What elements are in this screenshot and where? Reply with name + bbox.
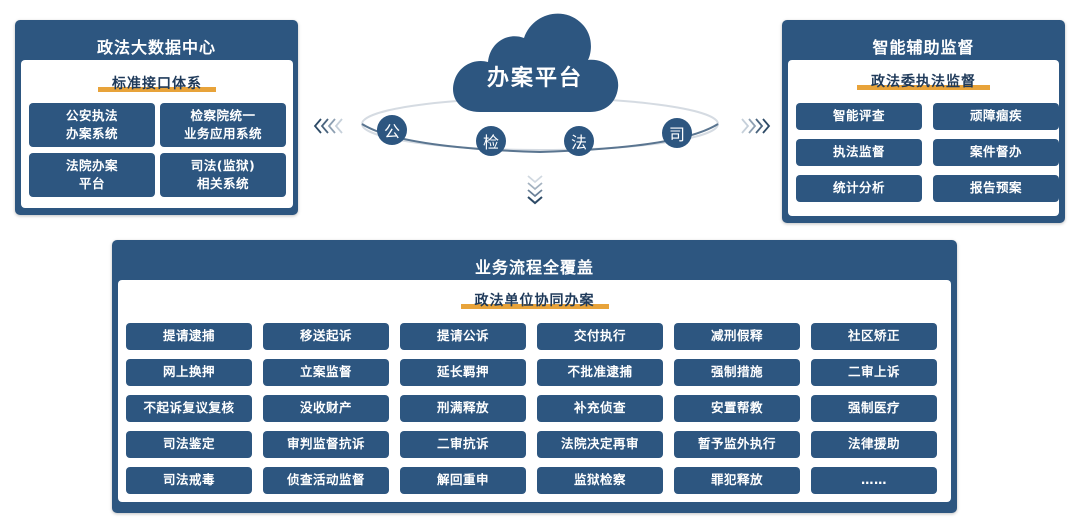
process-tile[interactable]: 解回重申	[400, 467, 526, 494]
process-tile[interactable]: 侦查活动监督	[263, 467, 389, 494]
law-enforcement-supervision-tile[interactable]: 执法监督	[796, 139, 922, 166]
chevrons-right-icon	[741, 118, 771, 134]
process-tile[interactable]: 提请逮捕	[126, 323, 252, 350]
process-tile[interactable]: 移送起诉	[263, 323, 389, 350]
court-platform-tile[interactable]: 法院办案 平台	[29, 153, 155, 197]
node-court[interactable]: 法	[564, 126, 594, 156]
process-tile[interactable]: 不起诉复议复核	[126, 395, 252, 422]
committee-supervision-subtitle: 政法委执法监督	[857, 71, 990, 91]
process-tile[interactable]: 不批准逮捕	[537, 359, 663, 386]
smart-supervision-panel: 智能辅助监督 政法委执法监督 智能评查 顽障痼疾 执法监督 案件督办 统计分析 …	[782, 20, 1065, 223]
chevrons-down-icon	[527, 175, 543, 205]
process-tile[interactable]: 二审抗诉	[400, 431, 526, 458]
big-data-center-panel: 政法大数据中心 标准接口体系 公安执法 办案系统 检察院统一 业务应用系统 法院…	[15, 20, 298, 215]
process-tile[interactable]: 交付执行	[537, 323, 663, 350]
process-tile[interactable]: 减刑假释	[674, 323, 800, 350]
process-tile[interactable]: 司法鉴定	[126, 431, 252, 458]
process-tile[interactable]: 安置帮教	[674, 395, 800, 422]
police-case-system-tile[interactable]: 公安执法 办案系统	[29, 103, 155, 147]
report-plan-tile[interactable]: 报告预案	[933, 175, 1059, 202]
process-tile[interactable]: 司法戒毒	[126, 467, 252, 494]
process-tile[interactable]: 监狱检察	[537, 467, 663, 494]
process-tile[interactable]: 二审上诉	[811, 359, 937, 386]
procuratorate-system-tile[interactable]: 检察院统一 业务应用系统	[160, 103, 286, 147]
big-data-center-title: 政法大数据中心	[96, 38, 216, 57]
smart-supervision-body: 政法委执法监督 智能评查 顽障痼疾 执法监督 案件督办 统计分析 报告预案	[788, 60, 1059, 216]
process-tile[interactable]: 刑满释放	[400, 395, 526, 422]
process-tile[interactable]: 强制医疗	[811, 395, 937, 422]
process-tile[interactable]: 网上换押	[126, 359, 252, 386]
process-tile[interactable]: ……	[811, 467, 937, 494]
chevrons-left-icon	[313, 118, 343, 134]
case-platform-label: 办案平台	[486, 66, 583, 91]
smart-supervision-title: 智能辅助监督	[872, 38, 975, 57]
business-process-body: 政法单位协同办案 提请逮捕移送起诉提请公诉交付执行减刑假释社区矫正网上换押立案监…	[118, 280, 951, 502]
case-supervision-tile[interactable]: 案件督办	[933, 139, 1059, 166]
node-justice[interactable]: 司	[662, 118, 692, 148]
process-tile[interactable]: 法律援助	[811, 431, 937, 458]
process-tile[interactable]: 社区矫正	[811, 323, 937, 350]
process-tile[interactable]: 补充侦查	[537, 395, 663, 422]
process-tile[interactable]: 强制措施	[674, 359, 800, 386]
business-process-panel: 业务流程全覆盖 政法单位协同办案 提请逮捕移送起诉提请公诉交付执行减刑假释社区矫…	[112, 240, 957, 513]
collaborative-case-subtitle: 政法单位协同办案	[460, 290, 609, 310]
cloud-icon	[453, 13, 619, 112]
process-tile[interactable]: 立案监督	[263, 359, 389, 386]
node-procuratorate[interactable]: 检	[476, 126, 506, 156]
process-tile[interactable]: 审判监督抗诉	[263, 431, 389, 458]
smart-review-tile[interactable]: 智能评查	[796, 103, 922, 130]
process-tile[interactable]: 延长羁押	[400, 359, 526, 386]
business-process-title: 业务流程全覆盖	[474, 258, 594, 277]
process-tile[interactable]: 罪犯释放	[674, 467, 800, 494]
big-data-center-body: 标准接口体系 公安执法 办案系统 检察院统一 业务应用系统 法院办案 平台 司法…	[21, 60, 293, 208]
statistical-analysis-tile[interactable]: 统计分析	[796, 175, 922, 202]
process-tile[interactable]: 暂予监外执行	[674, 431, 800, 458]
standard-interface-subtitle: 标准接口体系	[98, 73, 216, 93]
process-tile[interactable]: 法院决定再审	[537, 431, 663, 458]
process-tile[interactable]: 没收财产	[263, 395, 389, 422]
justice-prison-system-tile[interactable]: 司法(监狱) 相关系统	[160, 153, 286, 197]
node-public-security[interactable]: 公	[377, 115, 407, 145]
persistent-problems-tile[interactable]: 顽障痼疾	[933, 103, 1059, 130]
process-tile[interactable]: 提请公诉	[400, 323, 526, 350]
